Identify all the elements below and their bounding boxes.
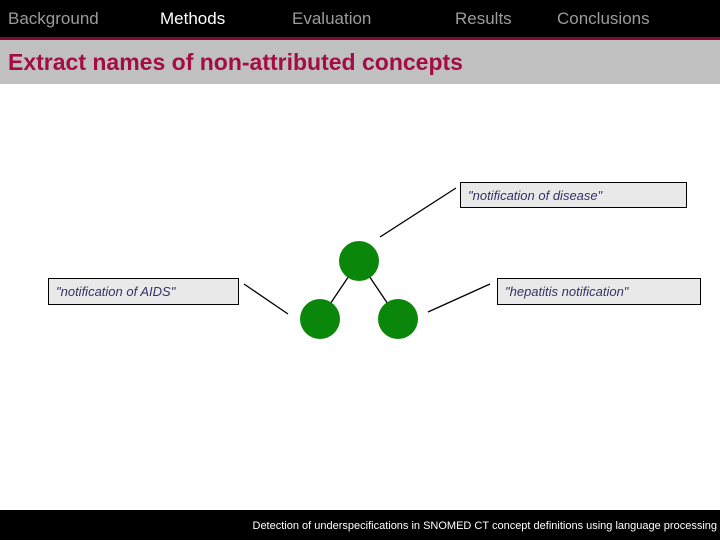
label-box-notification-of-aids: "notification of AIDS" [48,278,239,305]
footer-deck-title: Detection of underspecifications in SNOM… [252,520,718,532]
connector-right-child-to-hepatitis-label [427,283,491,313]
nav-divider-line [0,37,720,40]
label-box-notification-of-disease: "notification of disease" [460,182,687,208]
connector-parent-to-disease-label [379,187,457,238]
tree-node-left-child [300,299,340,339]
nav-item-background[interactable]: Background [8,9,99,28]
label-box-hepatitis-notification: "hepatitis notification" [497,278,701,305]
label-text-hepatitis: "hepatitis notification" [505,284,629,299]
label-text-disease: "notification of disease" [468,187,603,203]
label-text-aids: "notification of AIDS" [56,284,176,299]
connector-aids-label-to-left-child [243,283,289,315]
page-title: Extract names of non-attributed concepts [8,49,463,75]
title-band: Extract names of non-attributed concepts [0,40,720,84]
top-nav-bar: Background Methods Evaluation Results Co… [0,0,720,37]
footer-bar: Detection of underspecifications in SNOM… [0,510,720,540]
tree-node-parent [339,241,379,281]
tree-node-right-child [378,299,418,339]
nav-item-evaluation[interactable]: Evaluation [292,9,372,28]
nav-item-methods[interactable]: Methods [160,9,226,28]
nav-item-results[interactable]: Results [455,9,512,28]
nav-item-conclusions[interactable]: Conclusions [557,9,650,28]
